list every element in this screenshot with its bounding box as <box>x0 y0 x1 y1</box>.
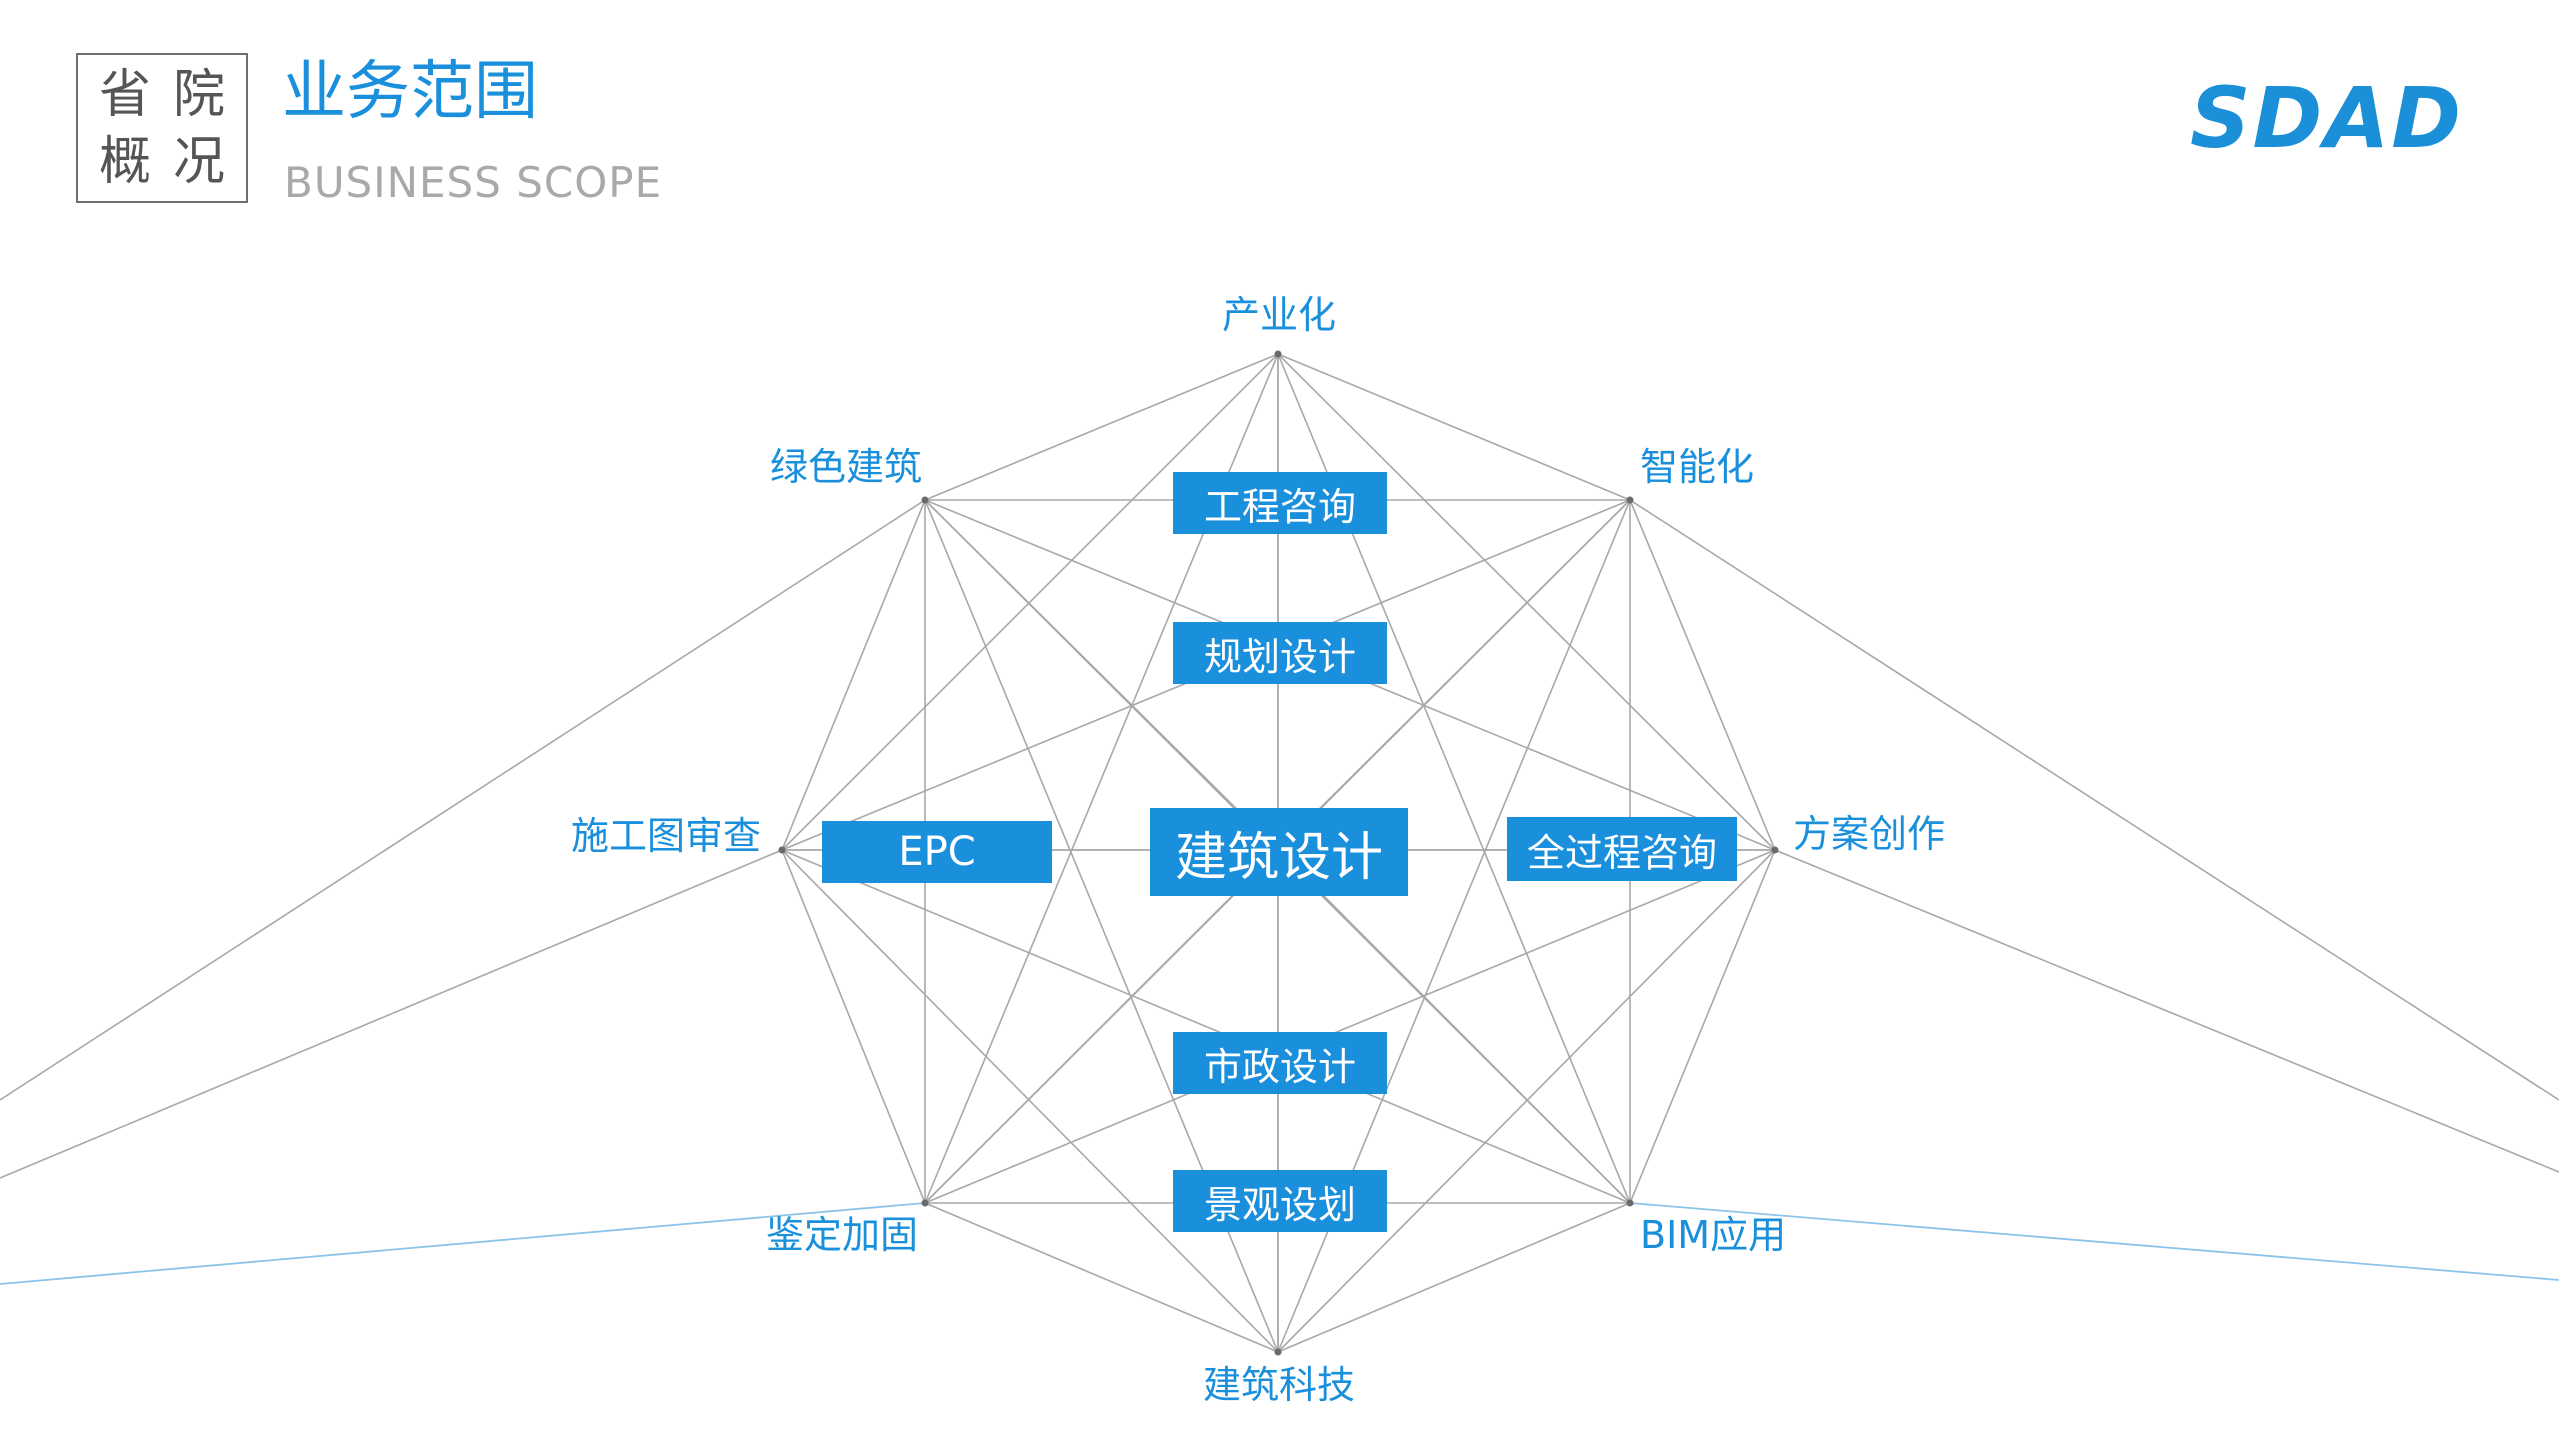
page-subtitle: BUSINESS SCOPE <box>284 158 663 207</box>
box-landscape-design: 景观设划 <box>1173 1170 1387 1232</box>
hub-spoke <box>924 499 1279 851</box>
hub-spoke <box>924 849 1279 1204</box>
node-label-left: 施工图审查 <box>571 814 762 858</box>
node-dot <box>1771 846 1779 854</box>
network-edge <box>924 353 1279 501</box>
network-edge <box>781 849 1631 1204</box>
network-edge <box>781 499 926 851</box>
fan-line <box>0 849 783 1179</box>
node-dot <box>1626 496 1634 504</box>
sdad-logo: SDAD <box>2190 69 2463 167</box>
network-edge <box>781 849 926 1204</box>
node-dot <box>778 846 786 854</box>
node-label-lower-left: 鉴定加固 <box>766 1213 919 1257</box>
fan-line-accent <box>1629 1202 2559 1281</box>
node-label-lower-right: BIM应用 <box>1640 1213 1787 1257</box>
node-label-top: 产业化 <box>1222 293 1337 337</box>
node-dot <box>1274 350 1282 358</box>
node-label-upper-right: 智能化 <box>1640 445 1755 489</box>
network-edge <box>781 353 1279 851</box>
hub-spoke <box>1277 849 1631 1204</box>
network-edge <box>781 849 1279 1353</box>
section-badge-char: 概 <box>98 131 151 192</box>
network-edge <box>1277 353 1631 501</box>
section-badge-char: 院 <box>172 64 225 125</box>
node-dot <box>921 1199 929 1207</box>
network-edge <box>1629 849 1776 1204</box>
section-badge-char: 省 <box>98 64 151 125</box>
box-architectural-design: 建筑设计 <box>1150 808 1408 896</box>
page-title: 业务范围 <box>282 55 538 129</box>
fan-line <box>0 499 926 1101</box>
node-label-right: 方案创作 <box>1793 812 1946 856</box>
fan-line <box>1774 849 2559 1173</box>
section-badge-char: 况 <box>172 131 225 192</box>
box-epc: EPC <box>822 821 1052 883</box>
box-planning-design: 规划设计 <box>1173 622 1387 684</box>
section-badge: 省 院 概 况 <box>76 53 248 203</box>
network-edge <box>924 1202 1279 1353</box>
node-dot <box>1274 1348 1282 1356</box>
fan-line <box>1629 499 2559 1101</box>
fan-line-accent <box>0 1202 926 1285</box>
network-edge <box>1277 849 1776 1353</box>
node-label-bottom: 建筑科技 <box>1203 1363 1356 1407</box>
node-dot <box>1626 1199 1634 1207</box>
node-dot <box>921 496 929 504</box>
box-engineering-consulting: 工程咨询 <box>1173 472 1387 534</box>
box-whole-process-consulting: 全过程咨询 <box>1507 817 1737 881</box>
network-edge <box>1277 1202 1631 1353</box>
network-edge <box>1629 499 1776 851</box>
network-edge <box>924 849 1776 1204</box>
node-label-upper-left: 绿色建筑 <box>770 445 923 489</box>
hub-spoke <box>1277 499 1631 851</box>
box-municipal-design: 市政设计 <box>1173 1032 1387 1094</box>
